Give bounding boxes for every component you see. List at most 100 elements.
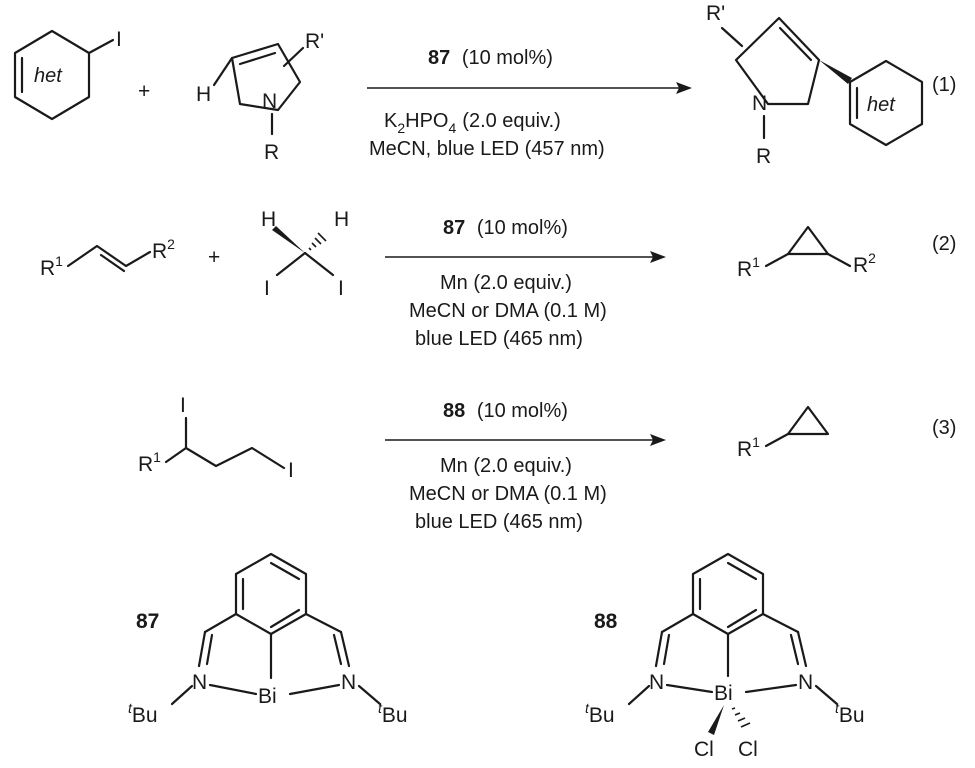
hashed-bond (308, 232, 327, 251)
catalyst-87-atom-n-right: N (341, 671, 356, 694)
alkene-double-bond (99, 253, 126, 273)
reaction-2: R1 R2 + H H I I 87 (40, 208, 956, 350)
atom-h: H (196, 83, 211, 106)
atom-i-end: I (288, 459, 294, 482)
r1-ring-bond-3 (764, 432, 790, 448)
catalyst-87-imine-right-2 (332, 633, 343, 666)
atom-n: N (262, 90, 277, 113)
catalyst-87-tbu-right: tBu (378, 700, 408, 727)
catalyst-88-inner-3 (726, 608, 758, 629)
product-r-prime-bond (720, 26, 744, 48)
c-i-bond-a (275, 251, 307, 277)
catalyst-88-atom-cl-left: Cl (694, 738, 714, 761)
atom-r2: R2 (152, 236, 175, 263)
product-3-atom-r1: R1 (737, 434, 760, 461)
atom-i-b: I (338, 277, 344, 300)
reaction-number-1: (1) (932, 74, 956, 96)
catalyst-88-n-tbu-right (814, 684, 839, 706)
reaction-number-2: (2) (932, 233, 956, 255)
catalyst-line-1: 87 (10 mol%) (428, 47, 553, 69)
reaction-3: I R1 I 88 (10 mol%) Mn (2.0 equiv.) MeCN… (138, 394, 956, 533)
product-cyclopropane-3: R1 (737, 405, 830, 461)
pyrrole-double-bond-1 (238, 51, 277, 66)
atom-h-a: H (261, 208, 276, 231)
wedge-h (272, 226, 305, 253)
product-atom-n: N (752, 92, 767, 115)
cyclopropane-ring-3 (786, 405, 830, 436)
atom-r1: R1 (40, 253, 63, 280)
catalyst-88-imine-left (654, 630, 664, 668)
catalyst-87-n-bi-right (288, 683, 341, 696)
conditions-2-line-3: blue LED (465 nm) (415, 328, 583, 350)
arrowhead-1 (676, 82, 692, 94)
catalyst-88-tbu-right: tBu (835, 700, 865, 727)
catalyst-88-imine-right-2 (789, 633, 800, 666)
catalyst-87-imine-left (197, 630, 207, 668)
atom-r: R (264, 141, 279, 164)
plus-sign-2: + (208, 246, 220, 269)
atom-i-top: I (180, 394, 186, 417)
catalyst-87-label: 87 (136, 610, 159, 633)
catalyst-88-n-tbu-left (627, 684, 651, 706)
conditions-3-line-3: blue LED (465 nm) (415, 511, 583, 533)
atom-h-b: H (334, 208, 349, 231)
conditions-3-line-2: MeCN or DMA (0.1 M) (409, 483, 607, 505)
product-cyclopropane-2: R1 R2 (737, 225, 876, 281)
catalyst-88-structure: 88 N N Bi tBu tBu Cl Cl (585, 552, 865, 761)
alkyl-chain (164, 446, 286, 470)
catalyst-line-2: 87 (10 mol%) (443, 217, 568, 239)
catalyst-88-benzene (691, 552, 765, 636)
cyclopropane-ring (786, 225, 830, 256)
c-i-bond-b (303, 251, 335, 277)
conditions-2-line-2: MeCN or DMA (0.1 M) (409, 300, 607, 322)
catalyst-88-atom-bi: Bi (714, 682, 733, 705)
catalyst-88-ch-right (761, 612, 800, 634)
catalyst-88-hash-cl-right (731, 707, 751, 728)
atom-i: I (116, 28, 122, 51)
catalyst-88-imine-right (796, 630, 808, 668)
atom-i-a: I (264, 277, 270, 300)
catalyst-87-structure: 87 N N Bi tBu tBu (128, 552, 408, 727)
catalyst-87-imine-left-2 (205, 633, 214, 666)
arrowhead-3 (650, 434, 666, 446)
c-h-bond (212, 56, 234, 87)
het-label: het (34, 65, 63, 87)
catalyst-line-3: 88 (10 mol%) (443, 400, 568, 422)
product-atom-r-prime: R' (706, 2, 725, 25)
r2-ring-bond (826, 252, 852, 268)
arrowhead-2 (650, 251, 666, 263)
catalyst-87-atom-n-left: N (192, 671, 207, 694)
catalyst-87-n-tbu-left (170, 684, 194, 706)
conditions-2-line-1: Mn (2.0 equiv.) (440, 272, 572, 294)
conditions-line-1b: MeCN, blue LED (457 nm) (369, 138, 605, 160)
catalyst-88-n-bi-left (665, 683, 714, 694)
catalyst-87-n-bi-left (208, 683, 258, 696)
wedge-bond (819, 60, 852, 84)
catalyst-88-wedge-cl-left (708, 705, 724, 735)
catalyst-87-atom-bi: Bi (258, 685, 277, 708)
reactant-alkene: R1 R2 (40, 236, 175, 280)
reactant-pyrrole: H N R R' (196, 30, 324, 164)
product-aryl-pyrrole: N R R' het (706, 2, 924, 168)
catalyst-87-ch-left (203, 612, 238, 634)
reactant-aryl-iodide: I het (13, 28, 122, 121)
product-atom-r: R (756, 145, 771, 168)
catalyst-88-tbu-left: tBu (585, 700, 615, 727)
alkene-chain (66, 244, 152, 268)
plus-sign: + (138, 80, 150, 103)
product-atom-r2: R2 (853, 250, 876, 277)
catalyst-88-ch-left (660, 612, 695, 634)
catalyst-87-n-tbu-right (357, 684, 382, 706)
conditions-line-1a: K2HPO4(2.0 equiv.) (384, 110, 561, 136)
reactant-diiodide: I R1 I (138, 394, 294, 482)
atom-r-prime: R' (305, 30, 324, 53)
catalyst-88-label: 88 (594, 610, 618, 633)
r1-ring-bond (764, 252, 790, 268)
catalyst-88-atom-n-right: N (798, 671, 813, 694)
catalyst-87-ch-right (304, 612, 343, 634)
product-pyrrole-ring (734, 16, 821, 106)
reactant-diiodomethane: H H I I (261, 208, 349, 300)
catalyst-88-inner-2 (726, 561, 758, 581)
catalyst-88-atom-n-left: N (649, 671, 664, 694)
